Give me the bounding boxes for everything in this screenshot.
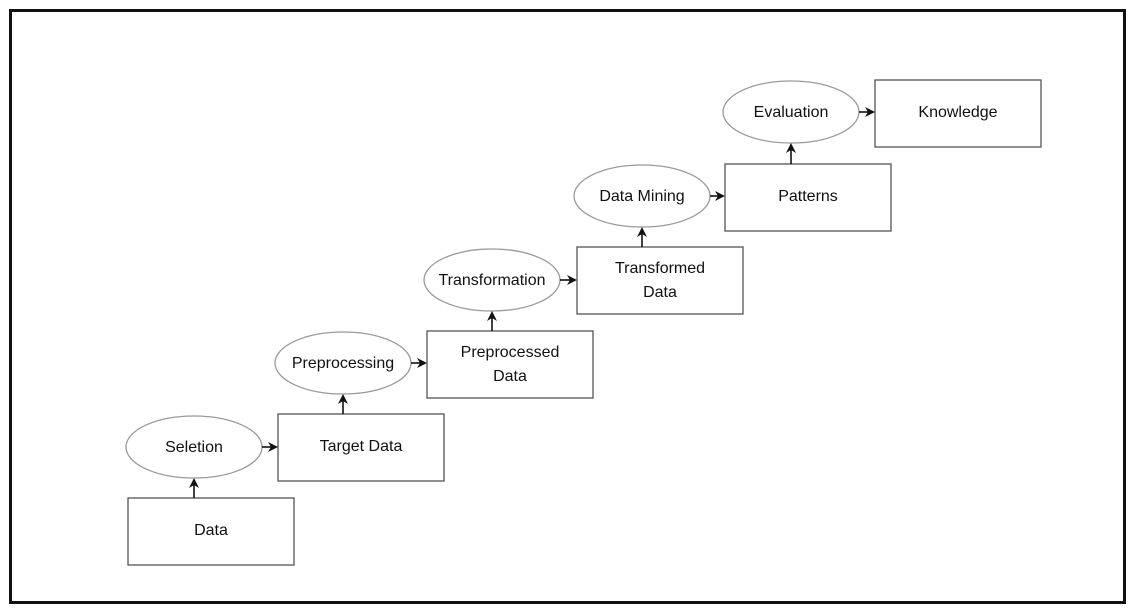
- arrow-target-data-to-preprocessing: [338, 394, 348, 414]
- arrow-preprocessing-to-preprocessed-data: [411, 358, 427, 368]
- box-transformed-data: Transformed Data: [576, 246, 744, 315]
- box-knowledge: Knowledge: [874, 79, 1042, 148]
- box-target-data: Target Data: [277, 413, 445, 482]
- box-preprocessed-data-label-line2: Data: [493, 368, 527, 385]
- box-data: Data: [127, 497, 295, 566]
- box-transformed-data-label-line2: Data: [643, 284, 677, 301]
- arrow-data-to-selection: [189, 478, 199, 498]
- step-data-mining-label: Data Mining: [599, 188, 684, 205]
- arrow-data-mining-to-patterns: [710, 191, 725, 201]
- arrow-selection-to-target-data: [262, 442, 278, 452]
- step-preprocessing-label: Preprocessing: [292, 355, 394, 372]
- box-data-label: Data: [194, 522, 228, 539]
- step-preprocessing: Preprocessing: [274, 331, 412, 395]
- step-transformation: Transformation: [423, 248, 561, 312]
- step-evaluation-label: Evaluation: [754, 104, 829, 121]
- box-preprocessed-data-label-line1: Preprocessed: [461, 344, 560, 361]
- step-evaluation: Evaluation: [722, 80, 860, 144]
- box-transformed-data-label-line1: Transformed: [615, 260, 705, 277]
- box-target-data-label: Target Data: [320, 438, 403, 455]
- box-patterns-label: Patterns: [778, 188, 838, 205]
- step-selection: Seletion: [125, 415, 263, 479]
- arrow-evaluation-to-knowledge: [859, 107, 875, 117]
- step-data-mining: Data Mining: [573, 164, 711, 228]
- arrow-preprocessed-to-transformation: [487, 311, 497, 331]
- step-transformation-label: Transformation: [439, 272, 546, 289]
- step-selection-label: Seletion: [165, 439, 223, 456]
- box-patterns: Patterns: [724, 163, 892, 232]
- arrow-patterns-to-evaluation: [786, 143, 796, 164]
- arrow-transformed-to-data-mining: [637, 227, 647, 247]
- box-preprocessed-data: Preprocessed Data: [426, 330, 594, 399]
- arrow-transformation-to-transformed-data: [560, 275, 577, 285]
- box-knowledge-label: Knowledge: [918, 104, 997, 121]
